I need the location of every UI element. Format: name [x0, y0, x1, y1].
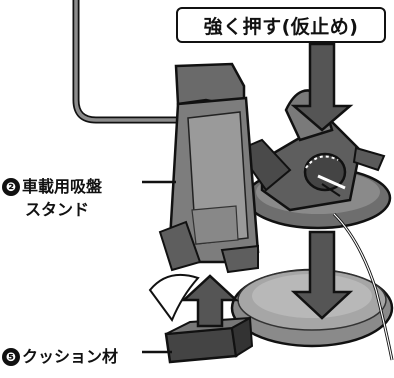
base-arrow-icon [290, 230, 354, 320]
callout-text: 強く押す(仮止め) [203, 15, 359, 38]
cushion-number-badge: ❺ [2, 348, 20, 366]
lock-lever-icon [303, 146, 386, 197]
stand-label-text: 車載用吸盤 [22, 177, 103, 196]
attach-arrow-icon [180, 274, 240, 328]
cable-inner [333, 213, 393, 361]
callout-box: 強く押す(仮止め) [176, 7, 386, 43]
leader-line-inner [74, 0, 198, 122]
holder-body-icon [158, 62, 260, 274]
cushion-pad-icon [148, 274, 254, 364]
press-arrow-icon [290, 42, 354, 132]
stand-label-line2: スタンド [25, 200, 90, 219]
cushion-label-text: クッション材 [22, 347, 119, 366]
stand-number-badge: ❷ [2, 178, 20, 196]
